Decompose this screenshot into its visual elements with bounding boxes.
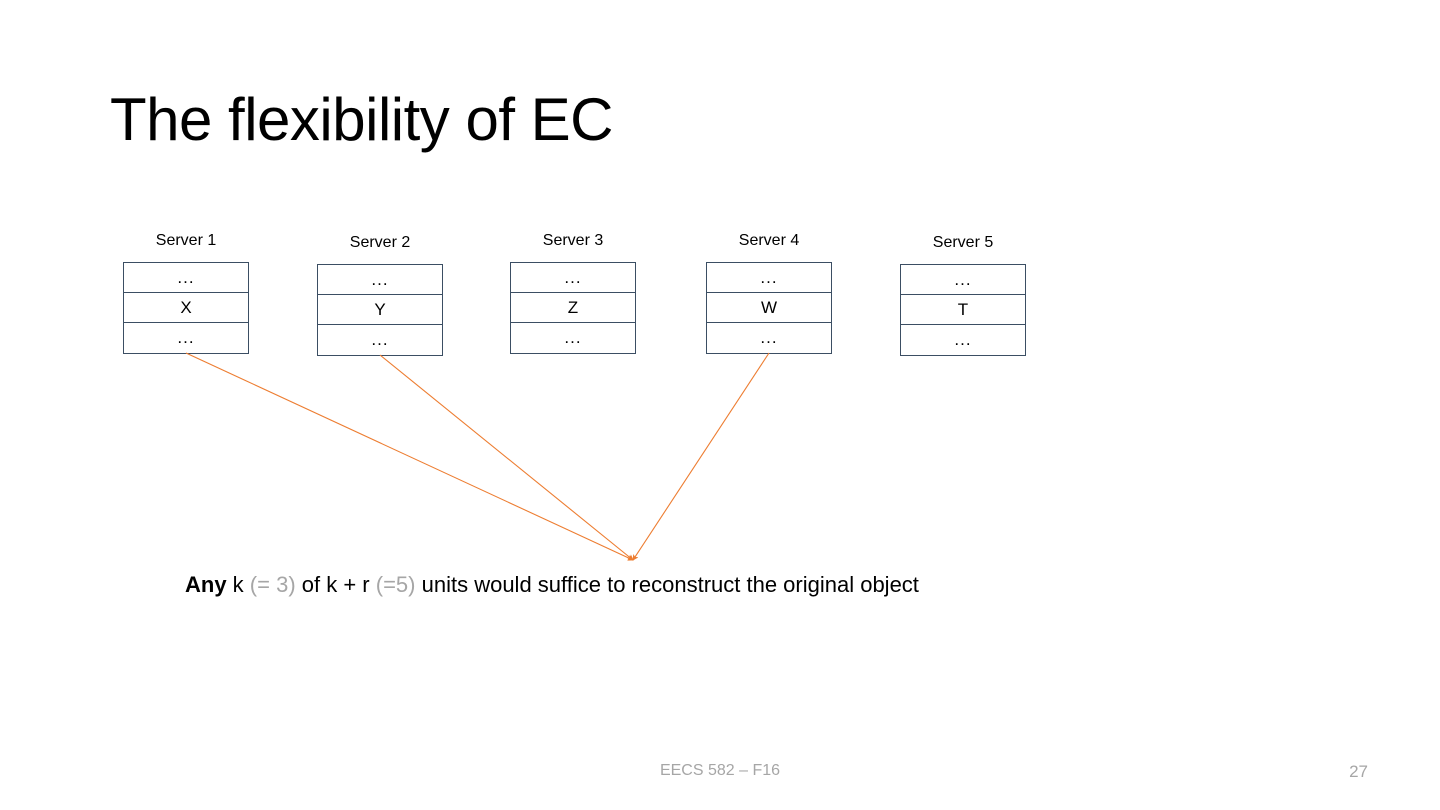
arrow-from-server-2 (379, 354, 634, 561)
footer-course-label: EECS 582 – F16 (659, 762, 781, 779)
page-title: The flexibility of EC (110, 86, 614, 153)
server-2-ellipsis-cell-1: ... (318, 265, 442, 295)
caption-segment-6: units would suffice to reconstruct the o… (415, 572, 919, 597)
slide-page-number: 27 (1349, 762, 1368, 781)
arrow-from-server-4 (632, 352, 770, 561)
arrow-from-server-1 (185, 352, 634, 561)
server-3-ellipsis-cell-1: ... (511, 263, 635, 293)
caption-segment-4: of k + r (295, 572, 376, 597)
caption-segment-2: k (226, 572, 250, 597)
server-2-unit-cell: Y (318, 295, 442, 325)
server-box-5: ...T... (900, 264, 1026, 356)
server-label-2: Server 2 (349, 234, 411, 251)
server-box-1: ...X... (123, 262, 249, 354)
server-5-ellipsis-cell-3: ... (901, 325, 1025, 355)
server-box-3: ...Z... (510, 262, 636, 354)
server-1-unit-cell: X (124, 293, 248, 323)
server-1-ellipsis-cell-3: ... (124, 323, 248, 353)
caption-segment-3: (= 3) (249, 572, 296, 597)
server-4-ellipsis-cell-3: ... (707, 323, 831, 353)
server-5-unit-cell: T (901, 295, 1025, 325)
server-label-3: Server 3 (542, 232, 604, 249)
server-box-4: ...W... (706, 262, 832, 354)
server-3-unit-cell: Z (511, 293, 635, 323)
caption-segment-5: (=5) (375, 572, 416, 597)
server-4-ellipsis-cell-1: ... (707, 263, 831, 293)
caption-segment-1: Any (185, 572, 227, 597)
server-3-ellipsis-cell-3: ... (511, 323, 635, 353)
server-4-unit-cell: W (707, 293, 831, 323)
server-label-4: Server 4 (738, 232, 800, 249)
server-box-2: ...Y... (317, 264, 443, 356)
server-2-ellipsis-cell-3: ... (318, 325, 442, 355)
server-label-5: Server 5 (932, 234, 994, 251)
server-5-ellipsis-cell-1: ... (901, 265, 1025, 295)
caption-text: Any k (= 3) of k + r (=5) units would su… (185, 571, 919, 600)
server-label-1: Server 1 (155, 232, 217, 249)
server-1-ellipsis-cell-1: ... (124, 263, 248, 293)
